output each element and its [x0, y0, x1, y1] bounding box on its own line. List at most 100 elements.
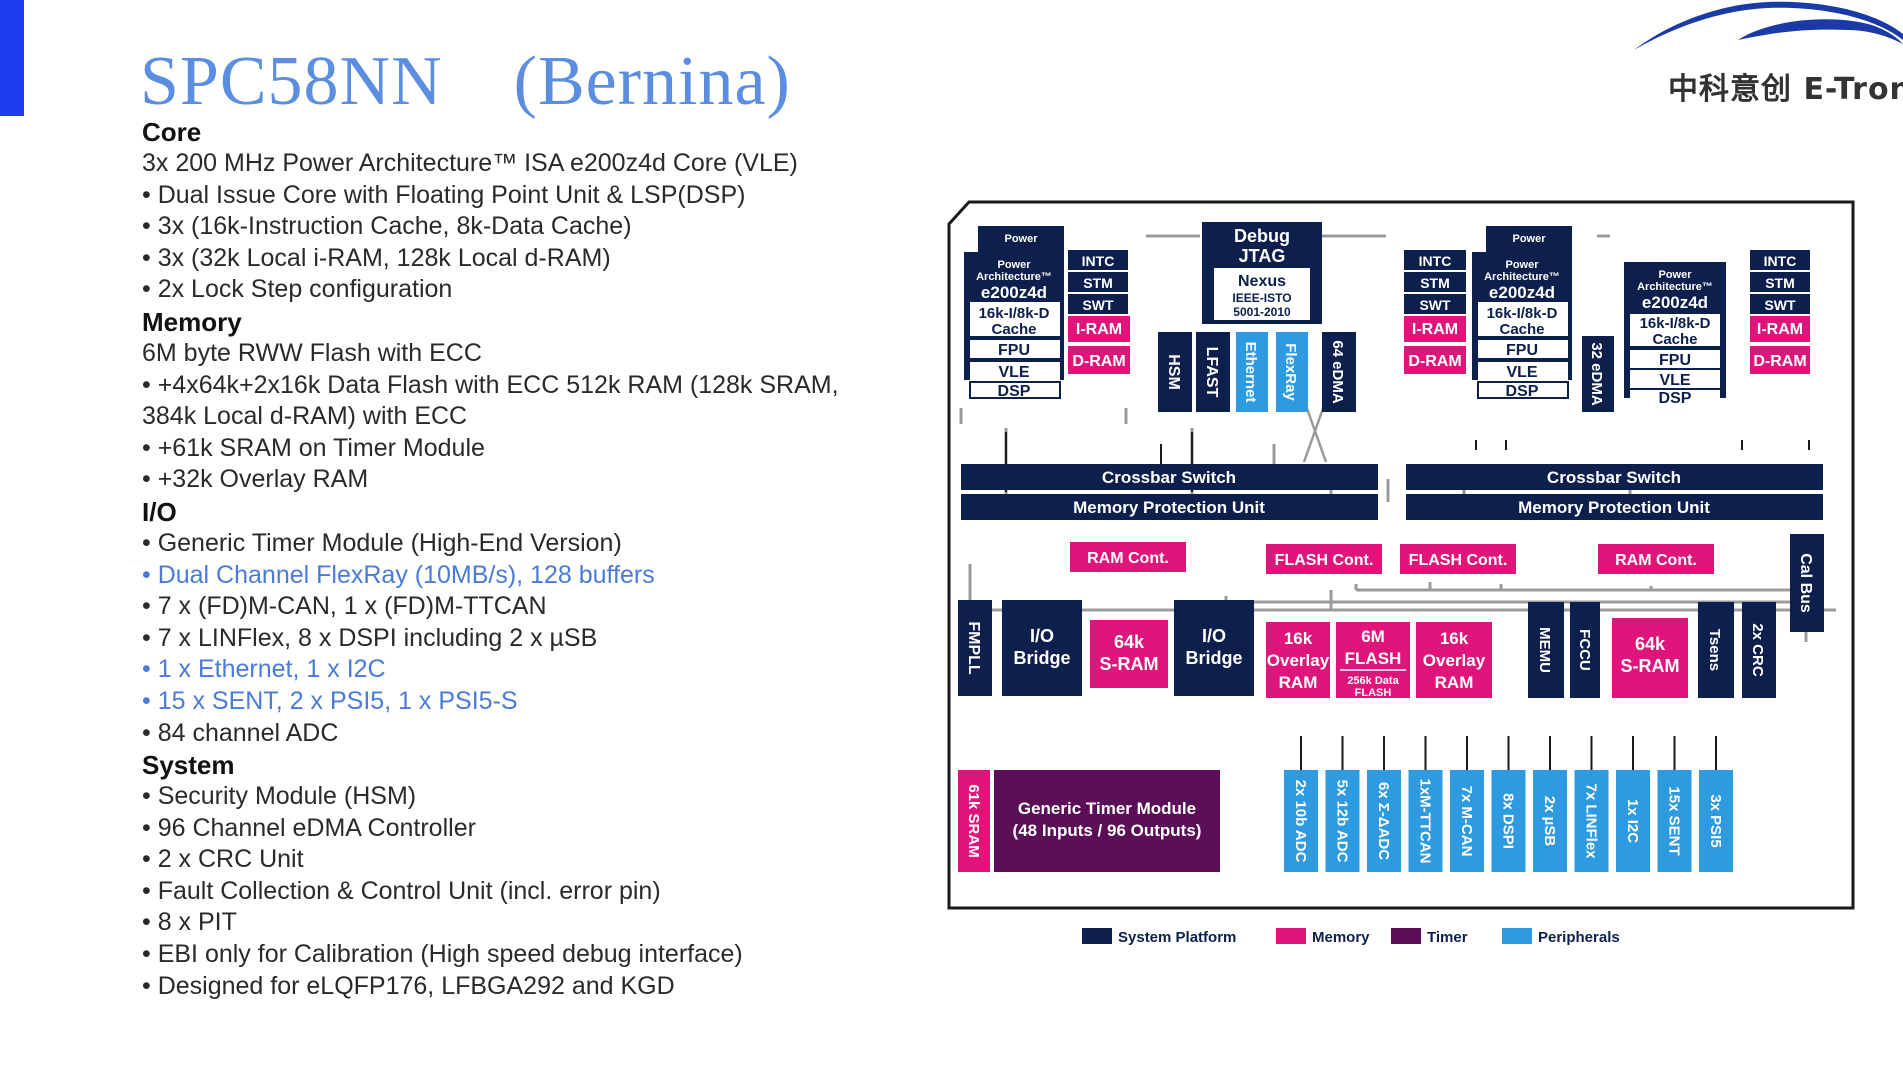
svg-text:Overlay: Overlay	[1423, 651, 1486, 670]
peripheral-label: 7x M-CAN	[1458, 786, 1475, 857]
svg-text:256k Data: 256k Data	[1347, 675, 1399, 687]
svg-text:(48 Inputs / 96 Outputs): (48 Inputs / 96 Outputs)	[1013, 821, 1202, 840]
svg-text:6M: 6M	[1361, 627, 1385, 646]
svg-text:Power: Power	[997, 259, 1031, 271]
svg-text:RAM: RAM	[1279, 673, 1318, 692]
svg-text:Ethernet: Ethernet	[1242, 342, 1259, 403]
svg-text:Crossbar Switch: Crossbar Switch	[1102, 468, 1236, 487]
svg-text:FPU: FPU	[1506, 342, 1538, 359]
system-line: • Designed for eLQFP176, LFBGA292 and KG…	[142, 971, 675, 1000]
svg-text:Cache: Cache	[1499, 321, 1544, 338]
legend-swatch	[1082, 928, 1112, 944]
svg-text:e200z4d: e200z4d	[1489, 283, 1555, 302]
crossbar-left: Crossbar Switch Memory Protection Unit	[961, 464, 1378, 520]
peripheral-block	[1325, 770, 1360, 872]
svg-text:I/O: I/O	[1202, 626, 1226, 646]
core-line: 3x 200 MHz Power Architecture™ ISA e200z…	[142, 149, 798, 177]
svg-text:I/O: I/O	[1030, 626, 1054, 646]
svg-text:I-RAM: I-RAM	[1076, 321, 1122, 338]
svg-text:D-RAM: D-RAM	[1753, 353, 1806, 370]
io-heading: I/O	[142, 496, 177, 527]
memory-line: • +61k SRAM on Timer Module	[142, 433, 485, 462]
slide-title: SPC58NN (Bernina)	[140, 43, 791, 120]
peripheral-label: 5x 12b ADC	[1334, 780, 1351, 863]
legend-label: System Platform	[1118, 929, 1236, 946]
svg-text:FLASH: FLASH	[1345, 649, 1402, 668]
peripheral-block	[1284, 770, 1318, 872]
svg-text:Crossbar Switch: Crossbar Switch	[1547, 468, 1681, 487]
system-line: • 8 x PIT	[142, 908, 237, 937]
svg-text:5001-2010: 5001-2010	[1233, 305, 1291, 319]
svg-text:16k-I/8k-D: 16k-I/8k-D	[1487, 305, 1558, 322]
memory-line: 6M byte RWW Flash with ECC	[142, 338, 482, 367]
svg-text:FCCU: FCCU	[1576, 629, 1593, 671]
svg-text:32 eDMA: 32 eDMA	[1588, 342, 1605, 406]
debug-jtag: Debug JTAG Nexus IEEE-ISTO 5001-2010	[1202, 222, 1322, 324]
svg-text:Memory Protection Unit: Memory Protection Unit	[1073, 498, 1265, 517]
peripheral-block	[1408, 770, 1443, 872]
svg-text:LFAST: LFAST	[1203, 347, 1220, 398]
svg-text:16k-I/8k-D: 16k-I/8k-D	[979, 305, 1050, 322]
peripheral-block	[1491, 770, 1526, 872]
io-line: • Dual Channel FlexRay (10MB/s), 128 buf…	[142, 560, 655, 589]
peripheral-label: 2x 10b ADC	[1292, 780, 1309, 863]
svg-text:HSM: HSM	[1165, 354, 1182, 390]
controllers: RAM Cont. FLASH Cont. FLASH Cont. RAM Co…	[1070, 534, 1824, 632]
svg-text:STM: STM	[1420, 275, 1450, 291]
peripheral-block	[1450, 770, 1484, 872]
svg-text:MEMU: MEMU	[1536, 627, 1553, 673]
mid-vertical-blocks: HSM LFAST Ethernet FlexRay 64 eDMA	[1158, 332, 1356, 412]
memory-line: • +4x64k+2x16k Data Flash with ECC 512k …	[142, 370, 839, 431]
svg-text:FPU: FPU	[998, 342, 1030, 359]
svg-text:Debug: Debug	[1234, 226, 1290, 246]
svg-text:STM: STM	[1765, 275, 1795, 291]
svg-text:SWT: SWT	[1419, 297, 1451, 313]
core-line: • Dual Issue Core with Floating Point Un…	[142, 180, 746, 209]
peripheral-label: 2x µSB	[1541, 796, 1558, 846]
peripheral-block	[1367, 770, 1401, 872]
system-line: • Security Module (HSM)	[142, 782, 417, 811]
svg-text:Nexus: Nexus	[1238, 273, 1286, 290]
logo-text: 中科意创 E-Tronic	[1668, 72, 1903, 107]
crossbar-right: Crossbar Switch Memory Protection Unit	[1406, 464, 1823, 520]
svg-text:Memory Protection Unit: Memory Protection Unit	[1518, 498, 1710, 517]
svg-text:DSP: DSP	[1659, 390, 1692, 407]
peripheral-label: 7x LINFlex	[1583, 783, 1600, 859]
svg-text:e200z4d: e200z4d	[981, 283, 1047, 302]
svg-text:2x CRC: 2x CRC	[1749, 623, 1766, 677]
svg-text:FLASH: FLASH	[1355, 687, 1392, 699]
peripheral-block	[1533, 770, 1567, 872]
svg-text:Cal Bus: Cal Bus	[1797, 553, 1814, 613]
io-line: • 1 x Ethernet, 1 x I2C	[142, 655, 386, 684]
core-heading: Core	[142, 117, 202, 147]
svg-text:D-RAM: D-RAM	[1072, 353, 1125, 370]
svg-text:JTAG: JTAG	[1239, 246, 1286, 266]
svg-text:FlexRay: FlexRay	[1282, 343, 1299, 401]
peripheral-label: 1x I2C	[1624, 799, 1641, 843]
spec-list: Core 3x 200 MHz Power Architecture™ ISA …	[142, 116, 902, 1002]
logo-swoosh	[1634, 1, 1903, 50]
legend-swatch	[1276, 928, 1306, 944]
svg-text:I-RAM: I-RAM	[1412, 321, 1458, 338]
svg-text:Architecture™: Architecture™	[1637, 281, 1713, 293]
edma32-block: 32 eDMA	[1582, 336, 1614, 412]
svg-text:Power: Power	[1512, 233, 1546, 245]
io-line: • Generic Timer Module (High-End Version…	[142, 528, 622, 557]
io-line: • 7 x (FD)M-CAN, 1 x (FD)M-TTCAN	[142, 592, 547, 621]
svg-text:16k: 16k	[1284, 629, 1313, 648]
svg-text:16k: 16k	[1440, 629, 1469, 648]
svg-text:INTC: INTC	[1082, 253, 1115, 269]
legend-swatch	[1391, 928, 1421, 944]
svg-text:RAM Cont.: RAM Cont.	[1087, 550, 1169, 567]
accent-bar	[0, 0, 24, 116]
middle-row: FMPLL I/O Bridge 64k S-RAM I/O Bridge 16…	[958, 600, 1776, 699]
system-line: • Fault Collection & Control Unit (incl.…	[142, 876, 661, 905]
svg-text:e200z4d: e200z4d	[1642, 293, 1708, 312]
system-line: • EBI only for Calibration (High speed d…	[142, 940, 743, 969]
io-line: • 7 x LINFlex, 8 x DSPI including 2 x µS…	[142, 623, 598, 652]
svg-text:DSP: DSP	[1506, 383, 1539, 400]
svg-text:SWT: SWT	[1082, 297, 1114, 313]
svg-text:16k-I/8k-D: 16k-I/8k-D	[1640, 315, 1711, 332]
svg-text:Bridge: Bridge	[1013, 648, 1070, 668]
system-line: • 96 Channel eDMA Controller	[142, 813, 476, 842]
